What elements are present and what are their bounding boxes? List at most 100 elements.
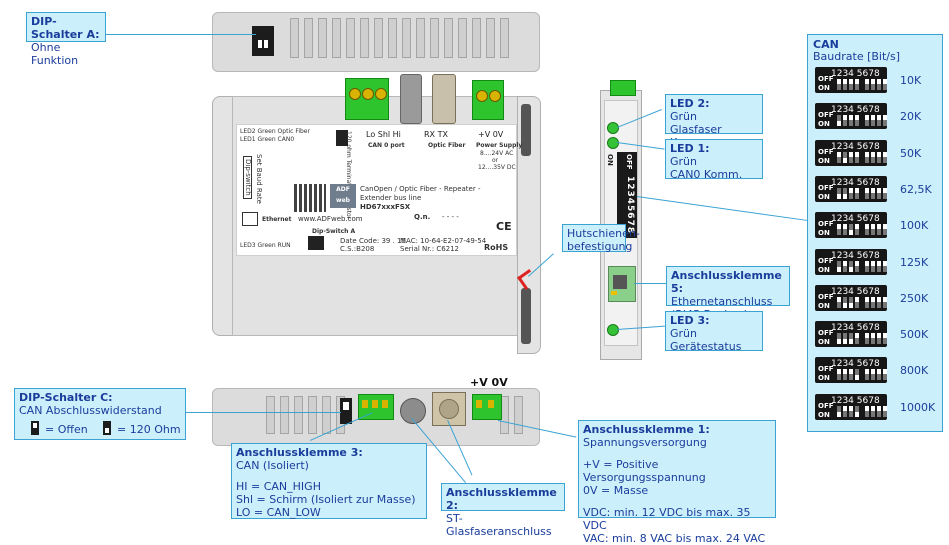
baud-rate-label: 50K [900, 146, 922, 160]
dip-c-120-label: = 120 Ohm [117, 423, 181, 436]
baud-dip-lever [849, 333, 853, 345]
baud-dip-lever [877, 333, 881, 345]
led1-line1: Grün [670, 155, 697, 168]
baud-dip-off: OFF [818, 220, 834, 229]
term2-line1: ST-Glasfaseranschluss [446, 512, 552, 538]
baud-dip-lever [883, 79, 887, 90]
baud-dip-lever [855, 151, 859, 163]
baud-dip-lever [849, 296, 853, 308]
cs-code: C.S.:B208 [340, 245, 375, 253]
product-label [236, 124, 517, 256]
baud-dip-lever [883, 115, 887, 127]
dip-c-desc: CAN Abschlusswiderstand [19, 404, 162, 417]
baud-dip-lever [865, 115, 869, 127]
baud-dip-lever [837, 333, 841, 345]
baud-dip-on: ON [818, 156, 830, 165]
baud-dip-off: OFF [818, 292, 834, 301]
side-dip-switch: OFF 12345678 [617, 152, 637, 238]
baud-dip-lever [883, 187, 887, 199]
baud-dip-on: ON [818, 338, 830, 347]
callout-dip-a: DIP-Schalter A: Ohne Funktion [26, 12, 106, 67]
qr-code [294, 184, 326, 212]
baud-dip-lever [871, 151, 875, 163]
baud-dip-lever [855, 333, 859, 345]
led2-title: LED 2: [670, 97, 710, 110]
wire-can-panel [636, 196, 808, 221]
baud-dip-lever [837, 369, 841, 381]
power-ac-text: 8....24V AC [480, 150, 514, 157]
baud-dip-numbers: 1234 5678 [831, 177, 880, 188]
baud-dip-lever [843, 115, 847, 127]
baud-dip-on: ON [818, 120, 830, 129]
baud-dip-lever [843, 369, 847, 381]
side-dip-numbers: 12345678 [625, 176, 635, 235]
baud-dip-off: OFF [818, 365, 834, 374]
baud-dip-lever [871, 260, 875, 272]
baud-dip-lever [837, 224, 841, 236]
callout-term1: Anschlussklemme 1: Spannungsversorgung +… [578, 420, 776, 545]
baud-dip-on: ON [818, 265, 830, 274]
dip-switch-a-top [252, 26, 274, 56]
website-text: www.ADFweb.com [298, 215, 363, 223]
baud-dip-lever [849, 369, 853, 381]
term1-vdc: VDC: min. 12 VDC bis max. 35 VDC [583, 506, 751, 532]
power-or-text: or [492, 157, 499, 164]
baud-dip-lever [843, 405, 847, 417]
baud-dip-lever [855, 260, 859, 272]
baud-dip-lever [871, 115, 875, 127]
dip-switch-c-bottom [340, 398, 352, 424]
baud-dip-lever [871, 79, 875, 90]
rohs-mark: RoHS [484, 243, 509, 252]
baud-dip-lever [855, 224, 859, 236]
power-terminal-bottom-slots [476, 400, 498, 410]
baud-dip-lever [871, 187, 875, 199]
baud-rate-label: 125K [900, 255, 929, 269]
baud-dip-lever [877, 115, 881, 127]
fiber-tx-bottom [432, 392, 466, 426]
ethernet-icon [242, 212, 258, 226]
callout-dip-c: DIP-Schalter C: CAN Abschlusswiderstand … [14, 388, 186, 440]
baud-dip-lever [865, 296, 869, 308]
baud-dip-off: OFF [818, 401, 834, 410]
baud-dip-lever [871, 333, 875, 345]
baud-rate-label: 10K [900, 74, 922, 87]
led2-legend: LED2 Green Optic Fiber [240, 128, 310, 135]
baud-dip-numbers: 1234 5678 [831, 69, 880, 79]
baud-dip-on: ON [818, 374, 830, 383]
wire-term5 [634, 283, 666, 284]
baud-dip-lever [837, 405, 841, 417]
power-pins-text: +V 0V [478, 130, 504, 139]
baud-dip-lever [877, 79, 881, 90]
callout-rail: Hutschienen- befestigung [562, 224, 640, 253]
baud-rate-label: 250K [900, 291, 929, 305]
baud-rate-label: 1000K [900, 400, 936, 414]
baud-dip-lever [843, 296, 847, 308]
baud-dip-lever [843, 224, 847, 236]
product-code: HD67xxxFSX [360, 203, 411, 211]
dip-switch-text: Dip-switch [243, 156, 252, 199]
led3-line2: Gerätestatus [670, 340, 742, 353]
term3-lo: LO = CAN_LOW [236, 506, 321, 519]
term5-line1: Ethernetanschluss [671, 295, 773, 308]
led3-legend: LED3 Green RUN [240, 242, 291, 249]
dip-c-open-switch [31, 421, 39, 435]
baud-dip-lever [883, 369, 887, 381]
baud-dip-lever [837, 115, 841, 127]
ce-mark: CE [496, 220, 512, 233]
qn-dots: - - - - [442, 213, 459, 221]
baud-dip-off: OFF [818, 147, 834, 156]
baud-dip-on: ON [818, 84, 830, 92]
dip-c-120-switch [103, 421, 111, 435]
baud-rate-label: 62,5K [900, 182, 932, 196]
set-baud-rate-text: Set Baud Rate [255, 154, 263, 204]
baud-dip-lever [871, 224, 875, 236]
baud-dip-lever [837, 151, 841, 163]
callout-term3: Anschlussklemme 3: CAN (Isoliert) HI = C… [231, 443, 427, 519]
power-supply-text: Power Supply [476, 142, 523, 149]
